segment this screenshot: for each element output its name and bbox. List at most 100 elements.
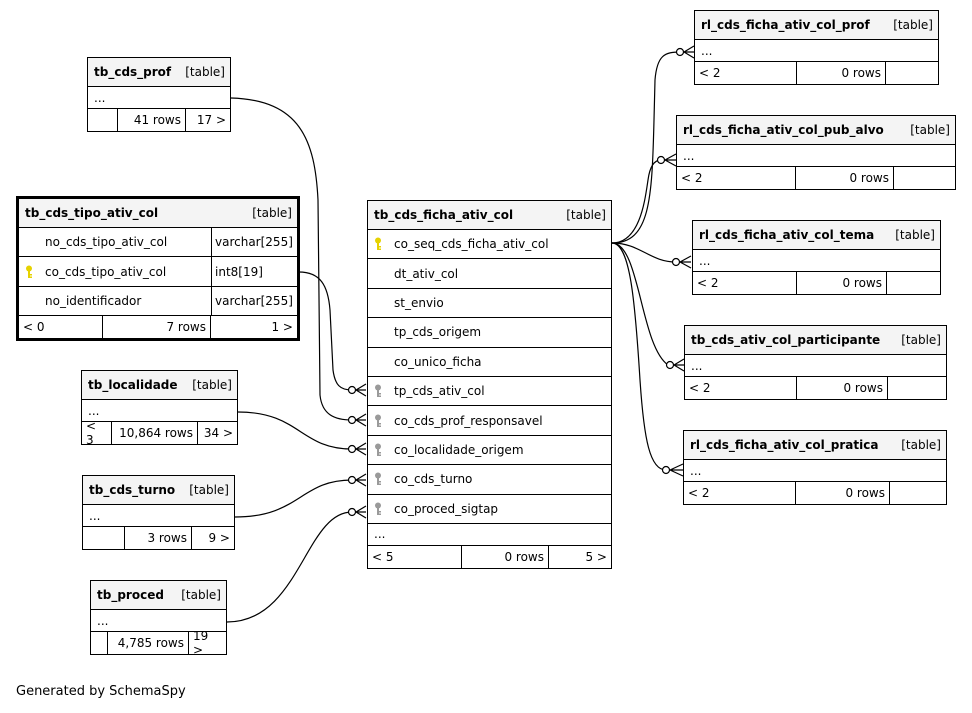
table-tb-cds-ficha-ativ-col[interactable]: tb_cds_ficha_ativ_col[table] co_seq_cds_… [367, 200, 612, 569]
edge-turno [234, 479, 353, 518]
table-header: tb_cds_tipo_ativ_col[table] [19, 199, 297, 228]
table-tb-cds-tipo-ativ-col[interactable]: tb_cds_tipo_ativ_col[table] no_cds_tipo_… [16, 196, 300, 342]
edge-tipo [298, 271, 353, 391]
row-count: 0 rows [796, 482, 890, 504]
table-header: rl_cds_ficha_ativ_col_pub_alvo[table] [677, 116, 955, 145]
parents-count: < 2 [677, 167, 796, 189]
table-footer: 3 rows 9 > [83, 527, 234, 549]
column-row[interactable]: co_proced_sigtap [368, 495, 611, 524]
table-name: tb_cds_turno [89, 483, 176, 497]
column-name: co_localidade_origem [394, 442, 524, 457]
foreign-key-icon [368, 384, 388, 398]
primary-key-icon [368, 237, 388, 251]
table-tag: [table] [185, 65, 225, 79]
more-columns: ... [677, 145, 955, 167]
column-name: co_seq_cds_ficha_ativ_col [394, 237, 549, 252]
table-rl-cds-ficha-ativ-col-prof[interactable]: rl_cds_ficha_ativ_col_prof[table] ... < … [694, 10, 939, 85]
column-row[interactable]: co_localidade_origem [368, 436, 611, 466]
foreign-key-icon [368, 472, 388, 486]
more-columns: ... [82, 400, 237, 422]
column-name: tp_cds_ativ_col [394, 384, 485, 399]
row-count: 4,785 rows [108, 632, 189, 654]
column-row[interactable]: dt_ativ_col [368, 259, 611, 289]
table-name: rl_cds_ficha_ativ_col_tema [699, 228, 875, 242]
column-row[interactable]: co_cds_prof_responsavel [368, 406, 611, 436]
children-count: 9 > [208, 531, 230, 545]
column-row[interactable]: tp_cds_ativ_col [368, 377, 611, 407]
table-header: rl_cds_ficha_ativ_col_tema[table] [693, 221, 940, 250]
table-tb-cds-ativ-col-participante[interactable]: tb_cds_ativ_col_participante[table] ... … [684, 325, 947, 400]
edge-r-prat [611, 242, 667, 471]
primary-key-icon [19, 265, 39, 279]
children-count [890, 482, 946, 504]
table-name: tb_localidade [88, 378, 178, 392]
parents-count [83, 527, 125, 549]
foreign-key-icon [368, 443, 388, 457]
edge-prof [230, 97, 353, 421]
table-header: rl_cds_ficha_ativ_col_prof[table] [695, 11, 938, 40]
table-name: rl_cds_ficha_ativ_col_pratica [690, 438, 879, 452]
more-columns: ... [83, 505, 234, 527]
column-name: co_cds_prof_responsavel [394, 413, 543, 428]
edge-r-pub [611, 159, 662, 244]
children-count [887, 272, 940, 294]
table-name: tb_cds_prof [94, 65, 172, 79]
column-name: tp_cds_origem [394, 325, 482, 340]
parents-count: < 2 [685, 377, 797, 399]
table-tb-cds-turno[interactable]: tb_cds_turno [table] ... 3 rows 9 > [82, 475, 235, 550]
table-name: tb_cds_tipo_ativ_col [25, 206, 159, 220]
table-tag: [table] [901, 333, 941, 347]
parents-count: < 2 [684, 482, 796, 504]
edge-markers [347, 45, 695, 519]
column-row[interactable]: co_unico_ficha [368, 348, 611, 377]
row-count: 3 rows [125, 527, 192, 549]
column-name: co_cds_turno [394, 472, 473, 487]
column-row[interactable]: tp_cds_origem [368, 318, 611, 348]
table-rl-cds-ficha-ativ-col-pub-alvo[interactable]: rl_cds_ficha_ativ_col_pub_alvo[table] ..… [676, 115, 956, 190]
edge-r-tema [611, 242, 677, 263]
more-columns: ... [685, 355, 946, 377]
column-name: co_unico_ficha [394, 354, 482, 369]
edge-r-prof [611, 51, 681, 244]
children-count [888, 377, 946, 399]
table-tag: [table] [910, 123, 950, 137]
table-rl-cds-ficha-ativ-col-tema[interactable]: rl_cds_ficha_ativ_col_tema[table] ... < … [692, 220, 941, 295]
table-header: rl_cds_ficha_ativ_col_pratica [table] [684, 431, 946, 460]
more-columns: ... [684, 460, 946, 482]
column-name: co_proced_sigtap [394, 501, 499, 516]
row-count: 0 rows [797, 377, 888, 399]
table-rl-cds-ficha-ativ-col-pratica[interactable]: rl_cds_ficha_ativ_col_pratica [table] ...… [683, 430, 947, 505]
row-count: 10,864 rows [112, 422, 198, 444]
column-row[interactable]: no_cds_tipo_ativ_col varchar[255] [19, 228, 297, 258]
column-name: no_identificador [45, 293, 142, 308]
row-count: 7 rows [103, 316, 211, 339]
table-tag: [table] [192, 378, 232, 392]
table-tag: [table] [901, 438, 941, 452]
column-row[interactable]: co_cds_turno [368, 465, 611, 495]
children-count [886, 62, 938, 84]
row-count: 0 rows [796, 167, 894, 189]
parents-count: < 5 [368, 545, 462, 568]
table-name: tb_cds_ficha_ativ_col [374, 208, 514, 222]
children-count: 1 > [271, 320, 293, 335]
children-count: 5 > [585, 549, 607, 564]
column-name: st_envio [394, 295, 444, 310]
column-row[interactable]: st_envio [368, 289, 611, 319]
column-name: no_cds_tipo_ativ_col [45, 235, 168, 250]
parents-count [91, 632, 108, 654]
column-row[interactable]: co_seq_cds_ficha_ativ_col [368, 230, 611, 260]
table-tag: [table] [189, 483, 229, 497]
column-type: varchar[255] [211, 228, 297, 257]
table-name: tb_cds_ativ_col_participante [691, 333, 881, 347]
